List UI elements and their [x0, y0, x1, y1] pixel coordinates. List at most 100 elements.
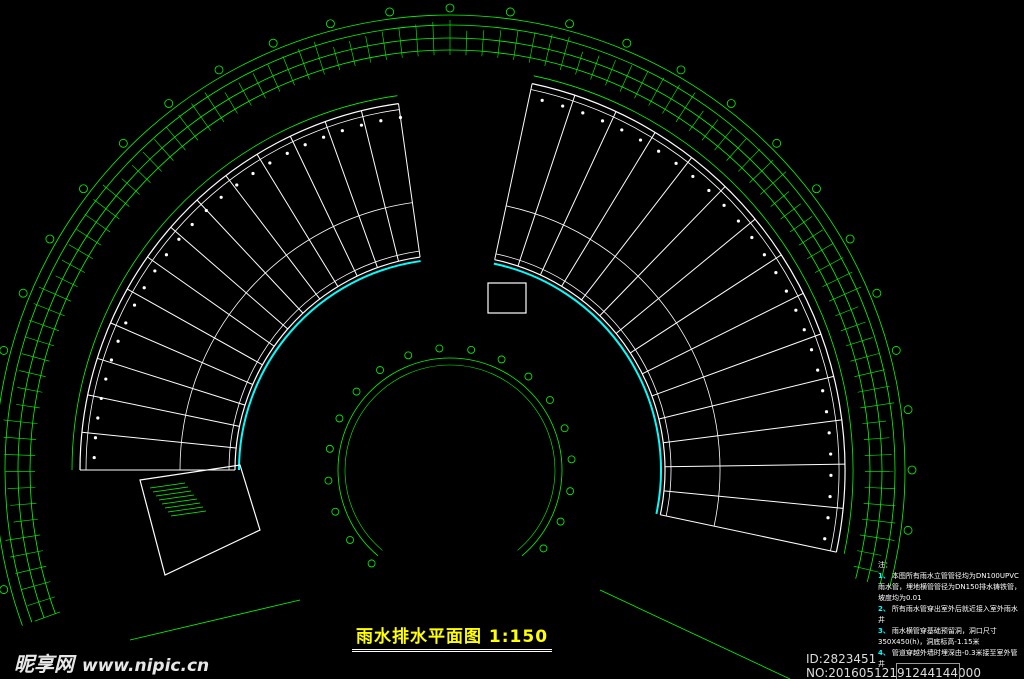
dimension-tick [224, 92, 238, 114]
right-wing-column [821, 389, 825, 393]
dimension-tick [415, 24, 419, 57]
dimension-tick [863, 437, 890, 440]
dimension-tick [432, 21, 435, 56]
right-wing-partition-wall [658, 375, 834, 420]
right-wing-column [581, 111, 585, 115]
dimension-tick [13, 518, 38, 523]
right-wing-column [707, 188, 711, 193]
dimension-tick [648, 77, 665, 106]
axis-bubble [118, 138, 128, 148]
left-wing-gutter [71, 95, 398, 471]
dimension-tick [68, 244, 93, 260]
dimension-tick [121, 178, 140, 195]
right-wing-partition-wall [615, 218, 756, 334]
right-wing-partition-wall [660, 514, 837, 553]
left-wing-partition-wall [170, 226, 289, 330]
axis-bubble [164, 99, 174, 108]
drawing-notes: 注： 1、本图所有雨水立管管径均为DN100UPVC雨水管，埋地横管管径为DN1… [878, 560, 1024, 670]
right-wing-outer-wall [530, 89, 840, 551]
dimension-tick [859, 534, 895, 541]
axis-bubble [352, 387, 361, 396]
dimension-tick [714, 128, 733, 151]
right-wing-partition-wall [664, 463, 845, 468]
right-wing-partition-wall [651, 333, 822, 397]
right-wing-column [762, 253, 766, 257]
stair-tread [152, 486, 189, 493]
dimension-tick [27, 596, 55, 606]
right-wing-corridor-wall [506, 205, 721, 527]
right-wing-column [802, 328, 806, 332]
axis-bubble [79, 184, 88, 194]
dimension-tick [701, 119, 719, 141]
left-wing-column [235, 183, 239, 187]
dimension-tick [4, 454, 36, 456]
right-wing-gutter [533, 75, 854, 554]
dimension-tick [513, 30, 519, 60]
right-wing-partition-wall [494, 83, 533, 260]
axis-bubble [435, 344, 444, 353]
axis-bubble [676, 65, 686, 75]
dimension-tick [688, 110, 704, 132]
dimension-tick [21, 353, 50, 362]
dimension-tick [634, 71, 649, 99]
axis-bubble [546, 396, 554, 404]
dimension-tick [726, 138, 747, 161]
axis-bubble [324, 476, 333, 485]
axis-bubble [268, 38, 278, 48]
dimension-tick [864, 454, 892, 456]
dimension-tick [33, 303, 65, 317]
dimension-tick [28, 319, 60, 332]
right-wing-column [829, 473, 833, 477]
dimension-tick [780, 203, 801, 220]
stair-tread [149, 482, 186, 489]
left-wing-partition-wall [97, 357, 246, 406]
right-wing-column [774, 271, 778, 275]
axis-bubble [18, 288, 28, 298]
stair-tread [155, 490, 192, 497]
right-wing-column [620, 128, 624, 132]
dimension-tick [238, 82, 252, 106]
dimension-tick [84, 213, 111, 233]
dimension-tick [16, 404, 40, 409]
left-wing-column [398, 115, 403, 120]
left-wing-partition-wall [87, 394, 240, 427]
right-wing-partition-wall [517, 95, 576, 267]
dimension-tick [38, 286, 72, 302]
dimension-tick [789, 216, 813, 233]
dimension-tick [862, 420, 887, 425]
left-wing-partition-wall [360, 110, 399, 262]
right-wing-column [823, 537, 827, 541]
left-wing-inner-wall [228, 250, 420, 471]
courtyard-arc [337, 357, 563, 557]
left-wing-column [96, 416, 100, 420]
dimension-tick [857, 550, 882, 556]
stair-tread [158, 494, 195, 501]
dimension-tick [857, 385, 890, 393]
right-wing-column [829, 452, 833, 456]
dimension-tick [814, 257, 844, 273]
axis-bubble [214, 65, 224, 75]
note-item: 2、所有雨水管穿出室外后就近接入室外雨水井 [878, 605, 1018, 624]
dimension-tick [828, 286, 862, 302]
axis-bubble [45, 234, 55, 244]
left-wing-column [321, 135, 326, 139]
right-wing-column [561, 104, 565, 108]
left-wing-partition-wall [225, 175, 321, 300]
dimension-tick [605, 60, 616, 86]
note-item: 3、雨水横管穿基础预留洞，洞口尺寸350X450(h)，洞底标高-1.15米 [878, 627, 997, 646]
left-wing-column [124, 321, 128, 325]
dimension-tick [10, 502, 37, 506]
dimension-tick [770, 191, 790, 207]
axis-bubble [497, 355, 506, 364]
left-wing-partition-wall [289, 136, 358, 277]
stamp-box [896, 663, 960, 679]
dimension-tick [807, 243, 834, 260]
right-wing-column [824, 410, 829, 414]
left-wing-column [92, 455, 96, 460]
left-wing-column [153, 269, 157, 273]
left-wing-column [104, 377, 108, 381]
axis-bubble [346, 536, 354, 544]
